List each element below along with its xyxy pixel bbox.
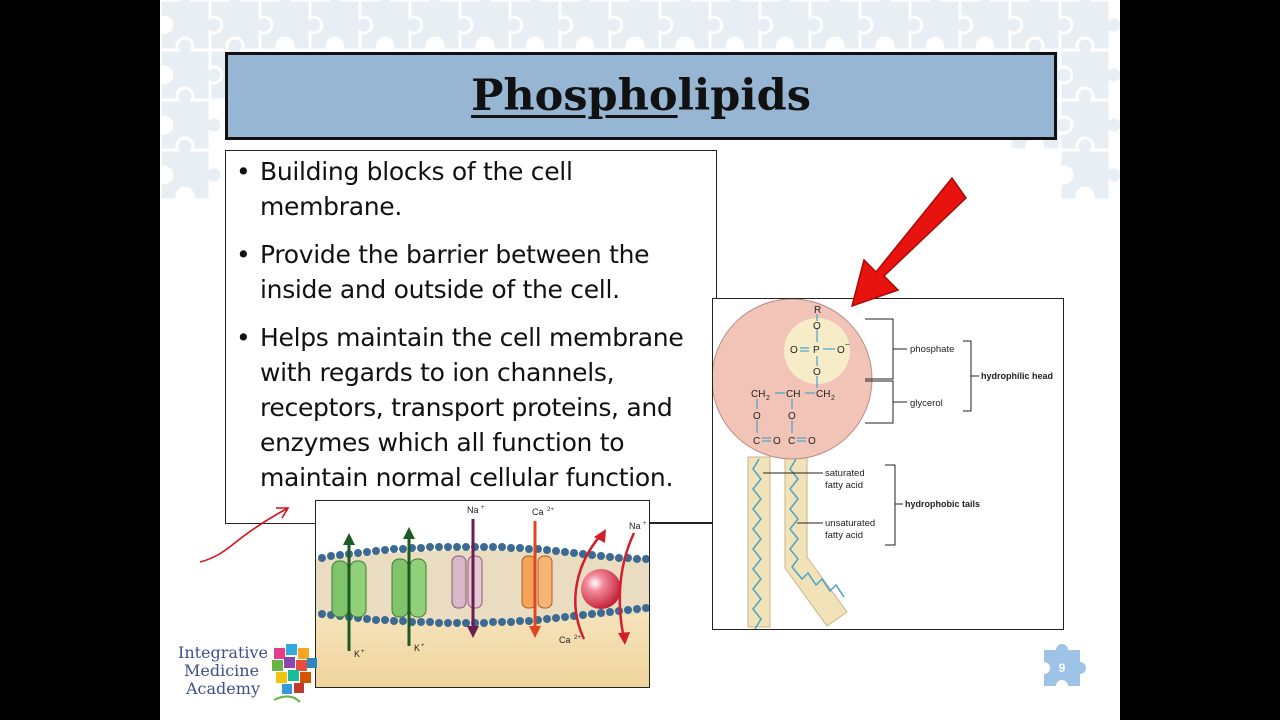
ion-label: + xyxy=(481,505,485,511)
atom-label: C xyxy=(753,436,760,447)
phosphate-label: phosphate xyxy=(910,344,954,355)
ion-label: K xyxy=(414,643,420,653)
atom-label: − xyxy=(845,340,850,349)
atom-label: R xyxy=(814,305,821,316)
page-number: 9 xyxy=(1058,661,1066,675)
bullet-item: • Helps maintain the cell membrane with r… xyxy=(226,320,716,495)
atom-label: O xyxy=(773,436,781,447)
unsaturated-label-2: fatty acid xyxy=(825,530,863,541)
ion-label: 2+ xyxy=(574,635,581,641)
membrane-svg: Na + Ca 2+ Na + K + K + Ca 2+ xyxy=(316,505,650,687)
bullet-text: Building blocks of the cell membrane. xyxy=(260,157,573,221)
slide-title: Phospholipids xyxy=(471,71,811,121)
atom-label: O xyxy=(813,367,821,378)
page-number-badge: 9 xyxy=(1032,638,1092,698)
title-underlined: Phospho xyxy=(471,71,678,121)
ion-label: + xyxy=(361,649,365,655)
atom-label: O xyxy=(808,436,816,447)
ion-label: Ca xyxy=(532,507,544,517)
connector-line xyxy=(648,522,714,523)
ion-label: K xyxy=(354,649,360,659)
atom-label: 2 xyxy=(766,395,770,402)
ion-label: + xyxy=(643,521,647,527)
atom-label: 2 xyxy=(831,395,835,402)
cell-membrane-diagram: Na + Ca 2+ Na + K + K + Ca 2+ xyxy=(315,500,650,688)
potassium-channel xyxy=(331,533,367,651)
phosphate-group xyxy=(784,318,850,384)
chemical-bonds xyxy=(756,314,835,442)
academy-logo: Integrative Medicine Academy xyxy=(178,638,318,708)
hydrophobic-tails-label: hydrophobic tails xyxy=(905,499,980,509)
atom-label: O xyxy=(813,321,821,332)
logo-puzzle-icon xyxy=(272,644,317,703)
bullet-dot: • xyxy=(236,240,251,269)
bullet-dot: • xyxy=(236,323,251,352)
glycerol-label: glycerol xyxy=(910,398,943,409)
sodium-channel xyxy=(451,519,483,638)
puzzle-piece-icon xyxy=(1044,644,1086,686)
atom-label: O xyxy=(790,345,798,356)
slide: Phospholipids • Building blocks of the ce… xyxy=(160,0,1120,720)
saturated-label: saturated xyxy=(825,468,865,479)
label-brackets xyxy=(763,318,979,546)
saturated-label-2: fatty acid xyxy=(825,480,863,491)
bullet-list-box: • Building blocks of the cell membrane. •… xyxy=(225,150,717,524)
atom-label: O xyxy=(837,345,845,356)
phospholipid-svg: R O O P O − O CH 2 CH CH 2 O O C O C O xyxy=(711,298,1053,630)
bullet-list: • Building blocks of the cell membrane. •… xyxy=(226,151,716,495)
ion-label: + xyxy=(421,643,425,649)
logo-line: Integrative xyxy=(178,643,269,662)
bullet-dot: • xyxy=(236,157,251,186)
atom-label: CH xyxy=(751,389,765,400)
bullet-text: Helps maintain the cell membrane with re… xyxy=(260,323,684,492)
calcium-pump xyxy=(574,529,636,645)
atom-label: CH xyxy=(816,389,830,400)
red-pointer-arrow xyxy=(850,176,967,308)
logo-line: Academy xyxy=(186,679,260,698)
ion-label: Na xyxy=(629,521,641,531)
atom-label: O xyxy=(788,411,796,422)
hydrophilic-head-label: hydrophilic head xyxy=(981,371,1053,381)
bullet-item: • Provide the barrier between the inside … xyxy=(226,237,716,307)
unsaturated-label: unsaturated xyxy=(825,518,875,529)
phospholipid-diagram: R O O P O − O CH 2 CH CH 2 O O C O C O xyxy=(711,298,1064,630)
potassium-channel xyxy=(391,527,427,646)
ion-label: Na xyxy=(467,505,479,515)
ion-label: 2+ xyxy=(547,507,554,513)
title-box: Phospholipids xyxy=(225,52,1057,140)
atom-label: O xyxy=(753,411,761,422)
atom-label: CH xyxy=(786,389,800,400)
bullet-item: • Building blocks of the cell membrane. xyxy=(226,154,716,224)
ion-label: Ca xyxy=(559,635,571,645)
bullet-text: Provide the barrier between the inside a… xyxy=(260,240,650,304)
unsaturated-chain xyxy=(789,458,845,598)
atom-label: C xyxy=(788,436,795,447)
atom-label: P xyxy=(813,345,820,356)
saturated-chain xyxy=(752,458,762,630)
calcium-channel xyxy=(521,521,553,638)
title-rest: lipids xyxy=(677,71,811,121)
hydrophilic-head xyxy=(711,298,873,460)
logo-line: Medicine xyxy=(184,661,260,680)
hand-drawn-arrow xyxy=(199,507,290,563)
